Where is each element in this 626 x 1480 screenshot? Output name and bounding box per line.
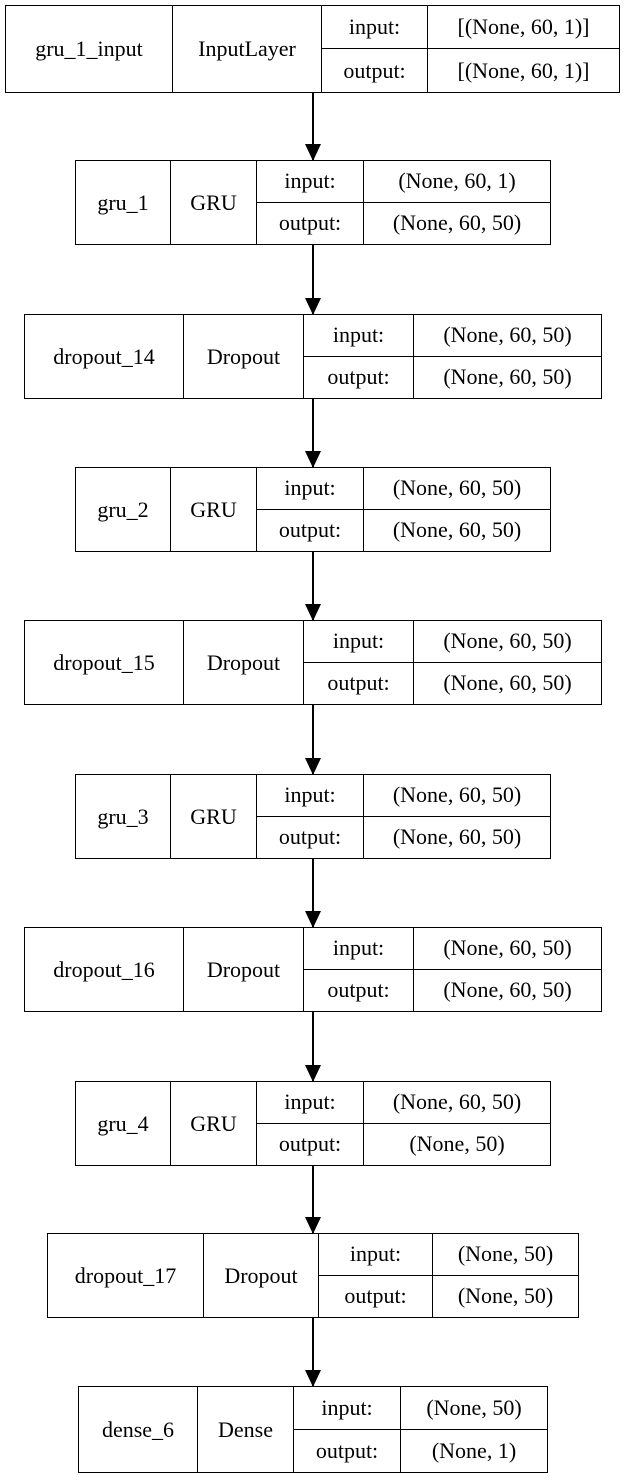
input-shape: [(None, 60, 1)] — [428, 6, 619, 49]
output-label: output: — [257, 1123, 364, 1165]
input-label: input: — [319, 1234, 433, 1276]
input-label: input: — [322, 6, 428, 49]
arrow-shaft — [312, 93, 314, 160]
arrowhead-icon — [305, 1370, 321, 1387]
input-shape: (None, 60, 50) — [414, 621, 601, 663]
node-dropout-16: dropout_16 Dropout input: (None, 60, 50)… — [24, 927, 602, 1012]
node-dropout-15: dropout_15 Dropout input: (None, 60, 50)… — [24, 620, 602, 705]
arrow-shaft — [312, 705, 314, 774]
layer-name: dense_6 — [79, 1387, 198, 1472]
arrow-shaft — [312, 859, 314, 927]
arrowhead-icon — [305, 758, 321, 775]
layer-type: InputLayer — [173, 6, 322, 92]
layer-type: GRU — [171, 161, 257, 244]
layer-name: gru_4 — [76, 1082, 171, 1165]
output-shape: (None, 60, 50) — [392, 517, 522, 543]
arrow-shaft — [312, 399, 314, 467]
arrow-shaft — [312, 1012, 314, 1081]
node-dropout-14: dropout_14 Dropout input: (None, 60, 50)… — [24, 314, 602, 399]
output-shape: (None, 50) — [457, 1283, 554, 1309]
output-shape: (None, 60, 50) — [443, 364, 572, 390]
layer-name: dropout_17 — [48, 1234, 204, 1317]
node-gru-4: gru_4 GRU input: (None, 60, 50) output: … — [75, 1081, 551, 1166]
output-label: output: — [304, 356, 414, 398]
layer-name: gru_1_input — [6, 6, 173, 92]
layer-type: Dropout — [184, 621, 304, 704]
node-gru-1-input: gru_1_input InputLayer input: [(None, 60… — [5, 5, 620, 93]
input-shape: (None, 60, 50) — [364, 468, 550, 510]
input-label: input: — [257, 161, 364, 203]
layer-name: dropout_16 — [25, 928, 184, 1011]
layer-name: gru_3 — [76, 775, 171, 858]
node-gru-3: gru_3 GRU input: (None, 60, 50) output: … — [75, 774, 551, 859]
output-shape: (None, 60, 50) — [392, 824, 522, 850]
input-label: input: — [257, 775, 364, 817]
output-shape: [(None, 60, 1)] — [457, 57, 590, 83]
output-label: output: — [257, 816, 364, 858]
layer-type: GRU — [171, 1082, 257, 1165]
input-shape: (None, 60, 50) — [364, 775, 550, 817]
arrowhead-icon — [305, 1065, 321, 1082]
input-label: input: — [304, 621, 414, 663]
input-label: input: — [294, 1387, 401, 1430]
arrowhead-icon — [305, 298, 321, 315]
layer-type: Dense — [198, 1387, 294, 1472]
node-gru-1: gru_1 GRU input: (None, 60, 1) output: (… — [75, 160, 551, 245]
input-shape: (None, 60, 1) — [364, 161, 550, 203]
output-label: output: — [304, 969, 414, 1011]
input-label: input: — [304, 928, 414, 970]
arrowhead-icon — [305, 1217, 321, 1234]
layer-type: GRU — [171, 468, 257, 551]
output-shape: (None, 60, 50) — [392, 210, 522, 236]
output-label: output: — [257, 202, 364, 244]
node-dropout-17: dropout_17 Dropout input: (None, 50) out… — [47, 1233, 579, 1318]
arrowhead-icon — [305, 451, 321, 468]
output-label: output: — [319, 1275, 433, 1317]
layer-name: dropout_15 — [25, 621, 184, 704]
output-label: output: — [304, 662, 414, 704]
layer-type: GRU — [171, 775, 257, 858]
output-label: output: — [294, 1429, 401, 1472]
input-shape: (None, 50) — [401, 1387, 547, 1430]
output-shape: (None, 50) — [409, 1131, 505, 1157]
node-dense-6: dense_6 Dense input: (None, 50) output: … — [78, 1386, 548, 1473]
layer-name: dropout_14 — [25, 315, 184, 398]
layer-name: gru_2 — [76, 468, 171, 551]
arrow-shaft — [312, 1318, 314, 1386]
input-label: input: — [257, 1082, 364, 1124]
output-shape: (None, 1) — [431, 1437, 517, 1463]
arrow-shaft — [312, 1166, 314, 1233]
output-label: output: — [257, 509, 364, 551]
arrowhead-icon — [305, 604, 321, 621]
output-shape: (None, 60, 50) — [443, 670, 572, 696]
output-shape: (None, 60, 50) — [443, 977, 572, 1003]
arrow-shaft — [312, 552, 314, 620]
layer-name: gru_1 — [76, 161, 171, 244]
arrowhead-icon — [305, 144, 321, 161]
input-label: input: — [304, 315, 414, 357]
output-label: output: — [322, 49, 428, 92]
arrowhead-icon — [305, 911, 321, 928]
arrow-shaft — [312, 245, 314, 314]
input-label: input: — [257, 468, 364, 510]
layer-type: Dropout — [184, 315, 304, 398]
node-gru-2: gru_2 GRU input: (None, 60, 50) output: … — [75, 467, 551, 552]
layer-type: Dropout — [204, 1234, 319, 1317]
input-shape: (None, 60, 50) — [414, 315, 601, 357]
input-shape: (None, 60, 50) — [364, 1082, 550, 1124]
input-shape: (None, 60, 50) — [414, 928, 601, 970]
input-shape: (None, 50) — [433, 1234, 578, 1276]
layer-type: Dropout — [184, 928, 304, 1011]
